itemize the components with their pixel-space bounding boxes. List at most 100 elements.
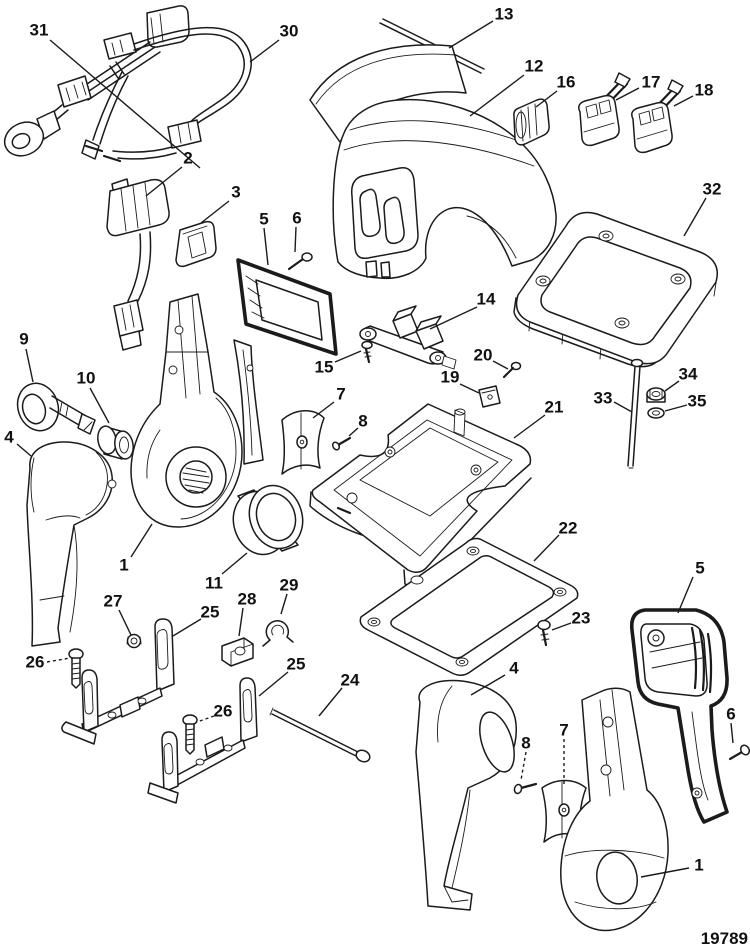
callout-11: 11 bbox=[205, 552, 248, 593]
callout-10: 10 bbox=[77, 369, 110, 424]
callout-number: 32 bbox=[703, 180, 722, 199]
callout-number: 18 bbox=[695, 81, 714, 100]
part-5-cover-front bbox=[233, 258, 338, 465]
callout-leader-line bbox=[49, 39, 201, 169]
callout-9: 9 bbox=[19, 330, 34, 383]
callout-number: 28 bbox=[238, 590, 257, 609]
callout-leader-line bbox=[221, 552, 248, 575]
part-7-wedge-front bbox=[281, 410, 325, 475]
callout-33: 33 bbox=[594, 389, 633, 413]
callout-29: 29 bbox=[280, 576, 298, 615]
callout-7: 7 bbox=[312, 385, 346, 419]
callout-number: 9 bbox=[19, 330, 28, 349]
callout-35: 35 bbox=[664, 392, 706, 412]
callout-leader-line bbox=[429, 306, 478, 330]
callout-number: 30 bbox=[280, 22, 299, 41]
callout-number: 7 bbox=[559, 721, 568, 740]
callout-leader-line bbox=[263, 227, 269, 266]
callout-leader-line bbox=[89, 387, 110, 424]
callout-number: 26 bbox=[26, 653, 45, 672]
callout-number: 6 bbox=[292, 209, 301, 228]
part-20-screw bbox=[502, 361, 522, 379]
callout-leader-line bbox=[334, 350, 362, 363]
callout-22: 22 bbox=[533, 519, 578, 562]
callout-leader-line bbox=[200, 200, 230, 224]
callout-25: 25 bbox=[172, 603, 220, 637]
callout-leader-line bbox=[470, 674, 506, 696]
callout-leader-line bbox=[613, 401, 633, 413]
callout-leader-line bbox=[615, 87, 640, 101]
callout-leader-line bbox=[535, 90, 558, 108]
callout-32: 32 bbox=[683, 180, 722, 237]
callout-leader-line bbox=[280, 593, 288, 615]
callout-8: 8 bbox=[348, 412, 368, 437]
callout-14: 14 bbox=[429, 290, 496, 330]
part-8-screw-rear bbox=[513, 782, 538, 795]
callout-leader-line bbox=[640, 867, 690, 878]
part-31-harness bbox=[3, 5, 190, 160]
callout-23: 23 bbox=[551, 609, 591, 631]
callout-leader-line bbox=[196, 715, 215, 723]
part-5-cover-rear bbox=[629, 608, 729, 824]
callout-leader-line bbox=[294, 226, 297, 253]
part-10-bushing bbox=[97, 425, 134, 460]
callout-number: 22 bbox=[559, 519, 578, 538]
part-6-screw-rear bbox=[728, 744, 750, 761]
callout-19: 19 bbox=[441, 368, 480, 394]
callout-13: 13 bbox=[448, 5, 513, 49]
callout-25: 25 bbox=[258, 655, 305, 697]
part-27-nut bbox=[126, 633, 142, 649]
callout-leader-line bbox=[25, 348, 34, 383]
part-14-switch-assembly bbox=[359, 305, 457, 370]
callout-number: 33 bbox=[594, 389, 613, 408]
part-3-plug bbox=[175, 220, 217, 268]
callout-leader-line bbox=[318, 687, 343, 717]
callout-1: 1 bbox=[119, 523, 153, 575]
callout-16: 16 bbox=[535, 73, 575, 108]
callout-number: 11 bbox=[205, 574, 223, 593]
callout-number: 4 bbox=[509, 659, 519, 678]
callout-number: 15 bbox=[315, 358, 334, 377]
part-1-control-lever-front bbox=[130, 293, 243, 528]
callout-number: 27 bbox=[104, 592, 123, 611]
callout-number: 23 bbox=[572, 609, 591, 628]
part-4-handle-front bbox=[26, 441, 117, 647]
callout-number: 14 bbox=[477, 290, 496, 309]
callout-leader-line bbox=[513, 414, 546, 439]
callout-number: 25 bbox=[201, 603, 220, 622]
part-9-knob bbox=[16, 382, 96, 435]
callout-leader-line bbox=[249, 39, 280, 63]
callout-number: 7 bbox=[336, 385, 345, 404]
callout-28: 28 bbox=[238, 590, 257, 637]
part-18-connector bbox=[631, 79, 684, 154]
callout-number: 19 bbox=[441, 368, 460, 387]
part-19-plate bbox=[478, 385, 501, 408]
callout-26: 26 bbox=[196, 702, 232, 723]
callout-number: 8 bbox=[358, 412, 367, 431]
callout-number: 21 bbox=[545, 398, 564, 417]
callout-number: 31 bbox=[30, 21, 49, 40]
spline-hatch bbox=[182, 467, 210, 494]
part-25-bracket-b bbox=[147, 677, 258, 804]
callout-34: 34 bbox=[664, 365, 698, 392]
callout-number: 1 bbox=[694, 856, 703, 875]
part-15-screw bbox=[361, 340, 373, 364]
callout-leader-line bbox=[469, 74, 525, 117]
part-33-bolt bbox=[627, 358, 644, 469]
callout-number: 8 bbox=[521, 734, 530, 753]
callout-leader-line bbox=[46, 657, 71, 663]
part-25-bracket-a bbox=[61, 618, 175, 745]
callout-leader-line bbox=[664, 380, 680, 392]
callout-leader-line bbox=[118, 609, 132, 636]
callout-leader-line bbox=[172, 618, 202, 637]
gasket-holes bbox=[367, 546, 567, 667]
callout-leader-line bbox=[348, 427, 359, 437]
callout-17: 17 bbox=[615, 73, 660, 101]
part-8-screw-front bbox=[331, 436, 352, 451]
callout-leader-line bbox=[677, 576, 694, 614]
callout-4: 4 bbox=[4, 428, 32, 457]
callout-leader-line bbox=[238, 607, 244, 637]
callout-leader-line bbox=[312, 401, 335, 419]
part-4-handle-rear bbox=[415, 679, 517, 911]
